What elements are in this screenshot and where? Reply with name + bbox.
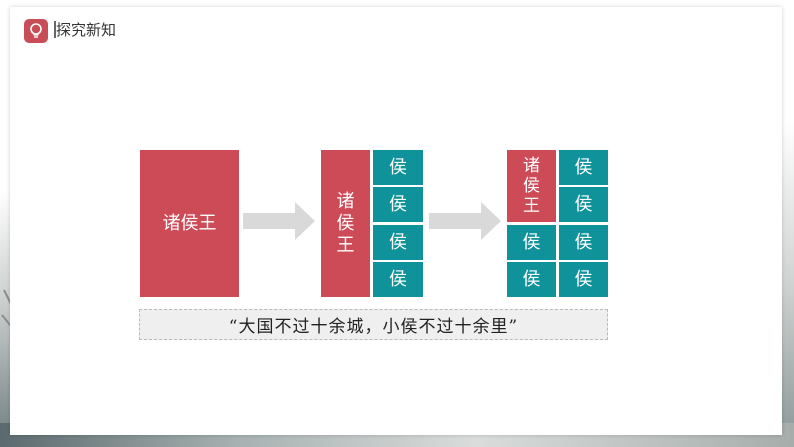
stage3-marquis-block: 侯: [507, 225, 556, 260]
stage2-king-char: 侯: [336, 212, 355, 234]
arrow-right-icon: [243, 202, 315, 240]
marquis-label: 侯: [389, 268, 407, 290]
marquis-label: 侯: [574, 156, 593, 178]
stage2-king-char: 王: [336, 234, 355, 256]
lightbulb-icon: [30, 23, 42, 38]
stage3-marquis-block: 侯: [507, 262, 556, 297]
marquis-label: 侯: [574, 193, 593, 215]
stage3-king-char: 侯: [523, 176, 540, 196]
marquis-label: 侯: [389, 193, 407, 215]
stage3-king-char: 王: [523, 196, 540, 216]
stage2-marquis-block: 侯: [373, 187, 423, 222]
page-title: 探究新知: [56, 21, 117, 39]
marquis-label: 侯: [522, 268, 541, 290]
quote-text: “大国不过十余城，小侯不过十余里”: [228, 317, 519, 337]
stage3-marquis-block: 侯: [559, 225, 608, 260]
stage2-marquis-block: 侯: [373, 225, 423, 260]
stage1-king-block: 诸侯王: [140, 150, 239, 297]
marquis-label: 侯: [574, 268, 593, 290]
stage2-marquis-block: 侯: [373, 262, 423, 297]
header-divider: [54, 21, 56, 38]
stage3-marquis-block: 侯: [559, 262, 608, 297]
stage2-king-block: 诸 侯 王: [321, 150, 370, 297]
stage2-marquis-block: 侯: [373, 150, 423, 185]
stage3-king-block: 诸 侯 王: [507, 150, 556, 222]
stage3-marquis-block: 侯: [559, 187, 608, 222]
header-badge: [24, 19, 48, 43]
slide-card: 探究新知 诸侯王 诸 侯 王 侯 侯 侯 侯 诸 侯 王 侯 侯 侯: [10, 7, 782, 435]
arrow-right-icon: [429, 202, 501, 240]
marquis-label: 侯: [574, 231, 593, 253]
quote-box: “大国不过十余城，小侯不过十余里”: [139, 309, 608, 340]
stage2-king-char: 诸: [336, 190, 355, 212]
stage1-king-label: 诸侯王: [162, 212, 217, 234]
marquis-label: 侯: [389, 231, 407, 253]
marquis-label: 侯: [389, 156, 407, 178]
stage3-king-char: 诸: [523, 156, 540, 176]
stage3-marquis-block: 侯: [559, 150, 608, 185]
marquis-label: 侯: [522, 231, 541, 253]
